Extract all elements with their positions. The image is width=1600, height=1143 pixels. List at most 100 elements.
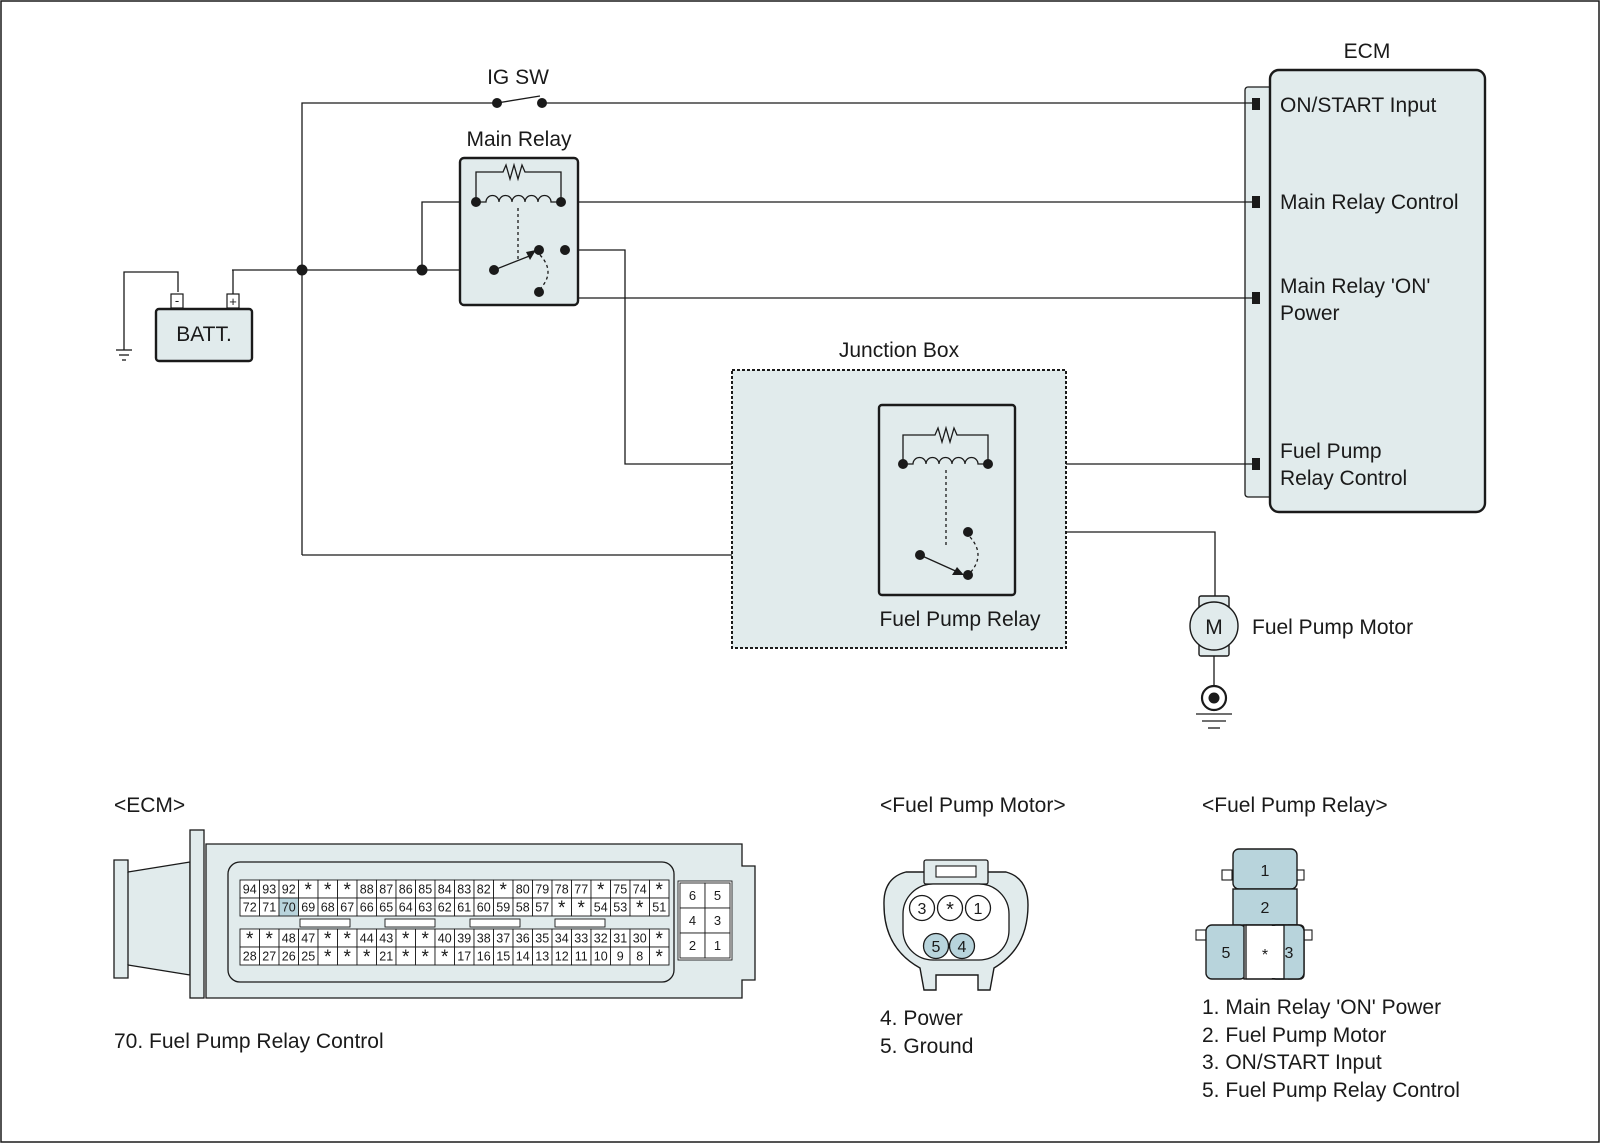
relay-arrow [526, 250, 536, 260]
junction-node [416, 264, 428, 276]
ecm-terminal-label: 69 [301, 901, 315, 915]
fpm-legend-item: 4. Power [880, 1007, 963, 1030]
node [534, 287, 544, 297]
ecm-side-cell [679, 882, 706, 909]
ecm-terminal-label: 61 [457, 901, 471, 915]
ecm-terminal-label: 26 [282, 950, 296, 964]
ecm-terminal-label: 78 [555, 883, 569, 897]
junction-box-label: Junction Box [839, 339, 960, 362]
fuel-pump-relay-label: Fuel Pump Relay [879, 608, 1041, 631]
ecm-terminal-label: 58 [516, 901, 530, 915]
ecm-terminal-label: * [305, 880, 313, 901]
ecm-terminal-label: 10 [594, 950, 608, 964]
ecm-terminal-label: 51 [652, 901, 666, 915]
ecm-terminal-label: 34 [555, 932, 569, 946]
ecm-connector-title: <ECM> [114, 794, 185, 817]
fuel-pump-motor-label: Fuel Pump Motor [1252, 616, 1413, 639]
ecm-terminal-label: * [636, 898, 644, 919]
ecm-terminal [1252, 98, 1260, 110]
ecm-terminal-label: 88 [360, 883, 374, 897]
ecm-side-cell [704, 932, 731, 959]
relay-pin-cell [1246, 926, 1284, 978]
fpr-legend-item: 5. Fuel Pump Relay Control [1202, 1079, 1460, 1102]
ecm-key-slot [299, 918, 351, 928]
node [489, 265, 499, 275]
motor-pin-label: 3 [918, 901, 927, 918]
ecm-terminal-label: * [324, 929, 332, 950]
fuel-pump-relay-connector-title: <Fuel Pump Relay> [1202, 794, 1388, 817]
ecm-terminal-label: 48 [282, 932, 296, 946]
ecm-terminal-label: * [558, 898, 566, 919]
main-relay: Main Relay [458, 128, 580, 307]
relay-switch-arm [493, 254, 533, 271]
ecm-terminal-label: * [324, 880, 332, 901]
wire [421, 201, 476, 270]
ecm-side-label: 3 [714, 913, 721, 928]
ecm-terminal-label: * [597, 880, 605, 901]
ecm-terminal-label: * [441, 947, 449, 968]
ecm-terminal [1252, 292, 1260, 304]
battery: - + BATT. [116, 270, 254, 363]
main-relay-box [458, 156, 580, 307]
battery-pos-label: + [229, 294, 237, 309]
ecm-terminal-label: 72 [243, 901, 257, 915]
chassis-ground-icon [1196, 684, 1232, 729]
coil-icon [903, 456, 988, 465]
ecm-module: ECM ON/START Input Main Relay Control Ma… [1244, 40, 1487, 514]
ecm-terminal-label: 31 [613, 932, 627, 946]
ecm-terminal-label: 36 [516, 932, 530, 946]
ecm-terminal-label: 71 [262, 901, 276, 915]
ecm-terminal-label: 37 [496, 932, 510, 946]
ig-switch-blade [496, 95, 541, 104]
ecm-pin-main-relay-on-line1: Main Relay 'ON' [1280, 275, 1430, 298]
battery-neg-label: - [175, 293, 179, 308]
ecm-key-slot [469, 918, 521, 928]
ecm-terminal-label: 53 [613, 901, 627, 915]
main-relay-label: Main Relay [466, 128, 572, 151]
node [534, 245, 544, 255]
ecm-terminal-label: * [656, 929, 664, 950]
ecm-terminal-label: 65 [379, 901, 393, 915]
ecm-terminal-label: * [266, 929, 274, 950]
ecm-terminal-label: 12 [555, 950, 569, 964]
ecm-terminal-label: 87 [379, 883, 393, 897]
ecm-terminal-label: * [324, 947, 332, 968]
ecm-terminal-label: 39 [457, 932, 471, 946]
ecm-terminal-label: 75 [613, 883, 627, 897]
ig-switch-label: IG SW [487, 66, 549, 89]
ecm-box [1268, 68, 1487, 514]
ecm-key-slot [384, 918, 436, 928]
ecm-pin-fpr-control-line1: Fuel Pump [1280, 440, 1382, 463]
ecm-terminal-label: * [422, 947, 430, 968]
motor-pin [936, 894, 964, 922]
fuel-pump-motor-connector-title: <Fuel Pump Motor> [880, 794, 1066, 817]
node [915, 550, 925, 560]
ecm-terminal-label: 80 [516, 883, 530, 897]
fpr-legend-item: 3. ON/START Input [1202, 1051, 1382, 1074]
battery-neg-terminal [170, 293, 184, 309]
ecm-pin-fpr-control-line2: Relay Control [1280, 467, 1407, 490]
ecm-terminal-label: 15 [496, 950, 510, 964]
ecm-terminal-label: 44 [360, 932, 374, 946]
ground-icon [116, 349, 132, 361]
ecm-connector-flange [189, 829, 205, 999]
relay-pin-label: 1 [1261, 863, 1270, 880]
ecm-terminal-label: 66 [360, 901, 374, 915]
ecm-terminal-label: 93 [262, 883, 276, 897]
ecm-terminal-label: 13 [535, 950, 549, 964]
ecm-terminal-label: 35 [535, 932, 549, 946]
ecm-side-label: 5 [714, 888, 721, 903]
ecm-terminal-label: * [500, 880, 508, 901]
battery-body [154, 307, 254, 363]
ecm-terminal-label: 74 [633, 883, 647, 897]
ecm-terminal-label: 86 [399, 883, 413, 897]
ecm-terminal-label: * [578, 898, 586, 919]
node [963, 527, 973, 537]
ecm-terminal-label: 32 [594, 932, 608, 946]
ecm-terminal [1252, 458, 1260, 470]
fpm-legend-item: 5. Ground [880, 1035, 973, 1058]
ecm-terminal-label: * [656, 947, 664, 968]
ecm-terminal-label: * [656, 880, 664, 901]
wire [123, 271, 179, 350]
